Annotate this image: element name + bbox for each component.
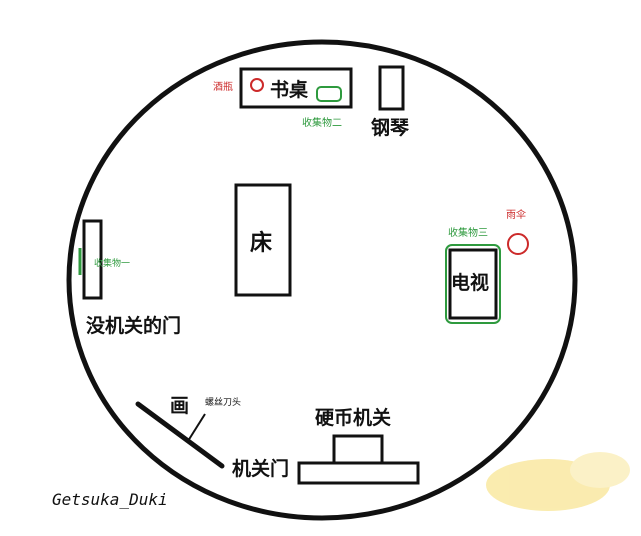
tv-label: 电视 [451, 271, 489, 294]
mechanism-door[interactable] [297, 461, 420, 485]
mechanism-door-label: 机关门 [232, 457, 289, 480]
room-wall [66, 39, 578, 521]
collectible-1-label: 收集物一 [94, 257, 130, 269]
wine-bottle-icon[interactable] [250, 78, 264, 92]
piano[interactable] [378, 65, 405, 111]
coin-mechanism-label: 硬币机关 [315, 406, 391, 429]
collectible-3-label: 收集物三 [448, 226, 488, 239]
screwdriver-label: 螺丝刀头 [205, 396, 241, 408]
piano-label: 钢琴 [371, 117, 410, 139]
yellow-highlight [486, 452, 630, 511]
screwdriver-pointer [187, 413, 206, 442]
desk-label: 书桌 [270, 78, 308, 101]
door-off-label: 没机关的门 [86, 314, 181, 337]
coin-mechanism[interactable] [332, 434, 384, 465]
umbrella-icon[interactable] [507, 233, 529, 255]
bed-label: 床 [250, 230, 273, 256]
painting-label: 画 [170, 395, 189, 417]
collectible-2-icon[interactable] [316, 86, 342, 102]
signature: Getsuka_Duki [52, 490, 168, 509]
bed[interactable] [234, 183, 292, 297]
umbrella-label: 雨伞 [506, 208, 526, 221]
collectible-3-icon[interactable] [445, 244, 501, 324]
door-off[interactable] [82, 219, 103, 300]
collectible-2-label: 收集物二 [302, 116, 342, 129]
painting[interactable] [135, 401, 225, 469]
wine-bottle-label: 酒瓶 [213, 80, 233, 93]
tv[interactable] [448, 248, 498, 320]
